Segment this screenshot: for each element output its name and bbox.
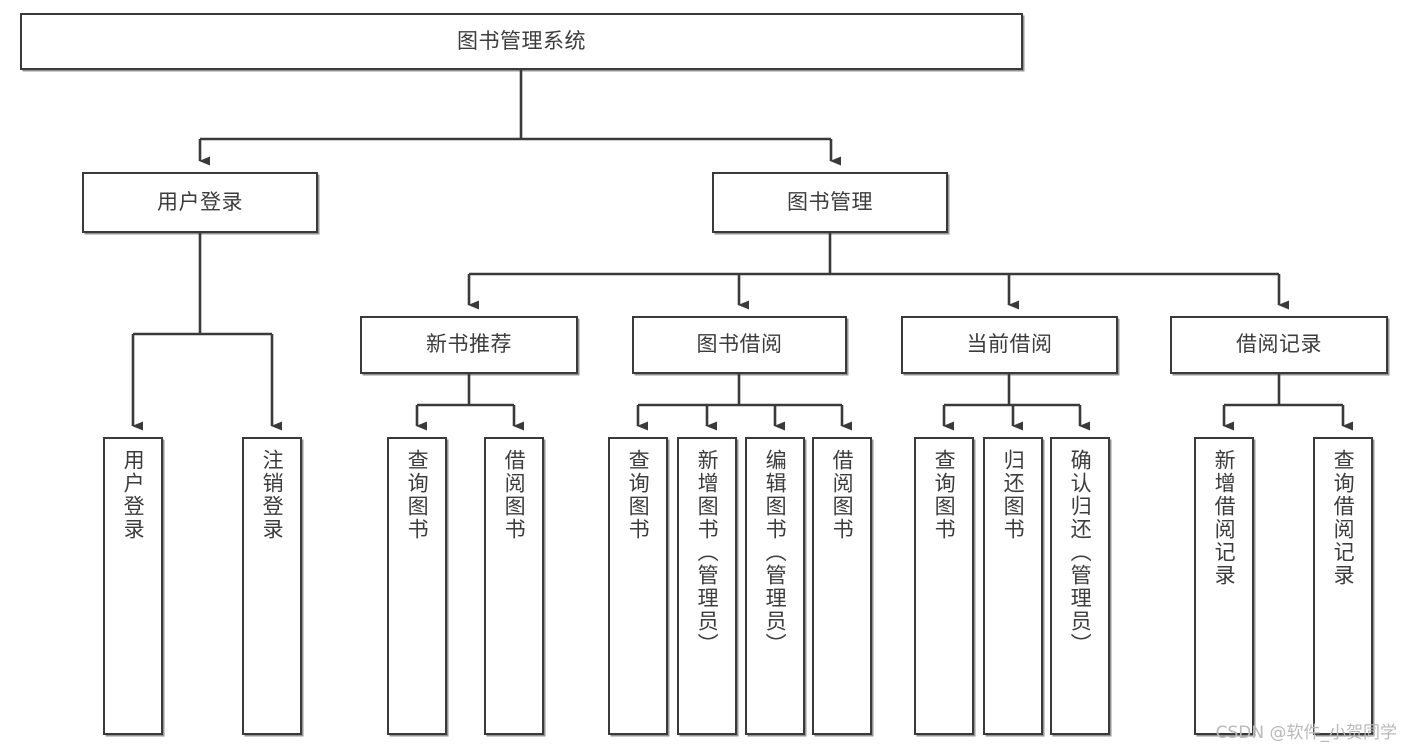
node-leaf-borrow-book-2-label: 借阅图书 bbox=[830, 449, 855, 541]
node-leaf-edit-book-label: 编辑图书（管理员） bbox=[763, 449, 788, 656]
node-user-login-label: 用户登录 bbox=[157, 189, 243, 214]
node-book-borrow-label: 图书借阅 bbox=[696, 332, 783, 357]
node-borrow-record[interactable]: 借阅记录 bbox=[1170, 316, 1388, 374]
node-leaf-return-book-label: 归还图书 bbox=[1001, 449, 1026, 541]
node-book-management[interactable]: 图书管理 bbox=[712, 172, 948, 233]
node-leaf-query-book-3[interactable]: 查询图书 bbox=[914, 437, 974, 735]
node-borrow-record-label: 借阅记录 bbox=[1236, 332, 1322, 357]
node-leaf-logout-login[interactable]: 注销登录 bbox=[242, 437, 302, 735]
node-leaf-add-book[interactable]: 新增图书（管理员） bbox=[677, 437, 737, 735]
node-leaf-borrow-book-1-label: 借阅图书 bbox=[502, 449, 527, 541]
node-user-login[interactable]: 用户登录 bbox=[82, 172, 318, 233]
node-current-borrow[interactable]: 当前借阅 bbox=[901, 316, 1118, 374]
node-leaf-borrow-book-1[interactable]: 借阅图书 bbox=[484, 437, 544, 735]
node-leaf-return-book[interactable]: 归还图书 bbox=[983, 437, 1043, 735]
node-book-borrow[interactable]: 图书借阅 bbox=[632, 316, 847, 374]
node-leaf-query-book-2-label: 查询图书 bbox=[626, 449, 651, 541]
node-leaf-query-book-1-label: 查询图书 bbox=[405, 449, 430, 541]
node-leaf-add-book-label: 新增图书（管理员） bbox=[695, 449, 720, 656]
node-leaf-borrow-book-2[interactable]: 借阅图书 bbox=[812, 437, 872, 735]
node-root-label: 图书管理系统 bbox=[457, 28, 586, 53]
node-book-management-label: 图书管理 bbox=[787, 189, 873, 214]
node-leaf-user-login[interactable]: 用户登录 bbox=[103, 437, 163, 735]
node-current-borrow-label: 当前借阅 bbox=[966, 332, 1053, 357]
node-leaf-user-login-label: 用户登录 bbox=[121, 449, 146, 541]
node-leaf-query-book-1[interactable]: 查询图书 bbox=[387, 437, 447, 735]
node-new-book-recommend[interactable]: 新书推荐 bbox=[360, 316, 578, 374]
node-leaf-query-borrow-record-label: 查询借阅记录 bbox=[1331, 449, 1356, 587]
node-new-book-recommend-label: 新书推荐 bbox=[426, 332, 512, 357]
node-leaf-add-borrow-record[interactable]: 新增借阅记录 bbox=[1194, 437, 1254, 735]
node-leaf-confirm-return-label: 确认归还（管理员） bbox=[1068, 449, 1093, 656]
node-leaf-query-book-3-label: 查询图书 bbox=[932, 449, 957, 541]
node-leaf-edit-book[interactable]: 编辑图书（管理员） bbox=[745, 437, 805, 735]
node-leaf-logout-login-label: 注销登录 bbox=[260, 449, 285, 541]
node-leaf-confirm-return[interactable]: 确认归还（管理员） bbox=[1050, 437, 1110, 735]
node-leaf-query-book-2[interactable]: 查询图书 bbox=[608, 437, 668, 735]
node-leaf-add-borrow-record-label: 新增借阅记录 bbox=[1212, 449, 1237, 587]
node-leaf-query-borrow-record[interactable]: 查询借阅记录 bbox=[1313, 437, 1373, 735]
node-root[interactable]: 图书管理系统 bbox=[20, 13, 1023, 70]
